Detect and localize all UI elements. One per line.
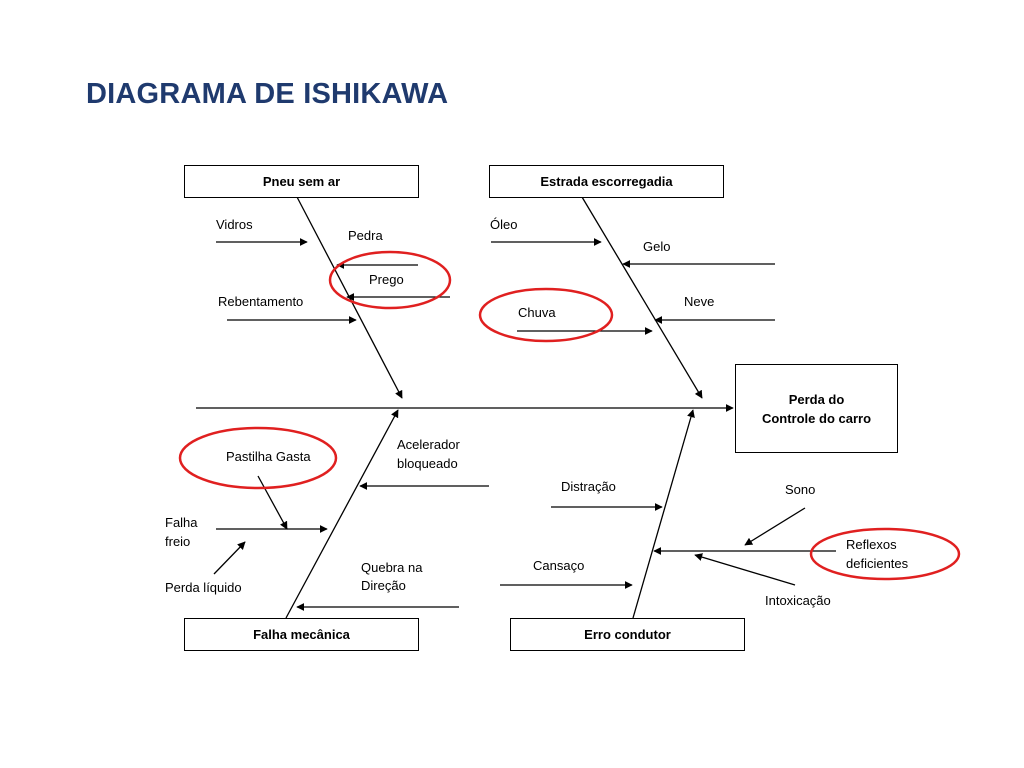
arrow-intoxicacao <box>694 553 796 586</box>
cause-acelerador-2: bloqueado <box>397 456 458 471</box>
cause-quebra-1: Quebra na <box>361 560 423 575</box>
arrow-sono <box>744 507 806 546</box>
effect-line-1: Perda do <box>788 391 845 407</box>
bone-erro <box>632 409 695 619</box>
arrow-perda-liquido <box>213 541 246 575</box>
cause-vidros: Vidros <box>216 217 253 232</box>
category-pneu-box: Pneu sem ar <box>184 165 419 198</box>
cause-quebra-2: Direção <box>361 578 406 593</box>
bone-estrada <box>581 196 703 399</box>
cause-neve: Neve <box>684 294 715 309</box>
cause-pastilha: Pastilha Gasta <box>226 449 311 464</box>
category-falha-box: Falha mecânica <box>184 618 419 651</box>
cause-reflexos-2: deficientes <box>846 556 909 571</box>
highlight-chuva <box>478 287 614 343</box>
arrow-pastilha <box>257 475 288 530</box>
cause-pedra: Pedra <box>348 228 383 243</box>
cause-perda-liquido: Perda líquido <box>165 580 242 595</box>
cause-falha-freio-2: freio <box>165 534 191 549</box>
highlight-pastilha <box>178 426 338 490</box>
bone-falha <box>285 409 399 619</box>
cause-intoxicacao: Intoxicação <box>765 593 831 608</box>
page-title: DIAGRAMA DE ISHIKAWA <box>86 78 449 110</box>
highlight-reflexos <box>809 527 961 581</box>
cause-oleo: Óleo <box>490 217 518 232</box>
cause-prego: Prego <box>369 272 404 287</box>
cause-falha-freio-1: Falha <box>165 515 198 530</box>
cause-reflexos-1: Reflexos <box>846 537 897 552</box>
highlight-prego <box>328 250 452 310</box>
cause-cansaco: Cansaço <box>533 558 585 573</box>
cause-rebentamento: Rebentamento <box>218 294 304 309</box>
category-erro-box: Erro condutor <box>510 618 745 651</box>
cause-chuva: Chuva <box>518 305 556 320</box>
cause-sono: Sono <box>785 482 816 497</box>
cause-distracao: Distração <box>561 479 616 494</box>
cause-gelo: Gelo <box>643 239 671 254</box>
effect-line-2: Controle do carro <box>761 410 872 426</box>
effect-box: Perda do Controle do carro <box>735 364 898 453</box>
cause-acelerador-1: Acelerador <box>397 437 460 452</box>
category-estrada-box: Estrada escorregadia <box>489 165 724 198</box>
